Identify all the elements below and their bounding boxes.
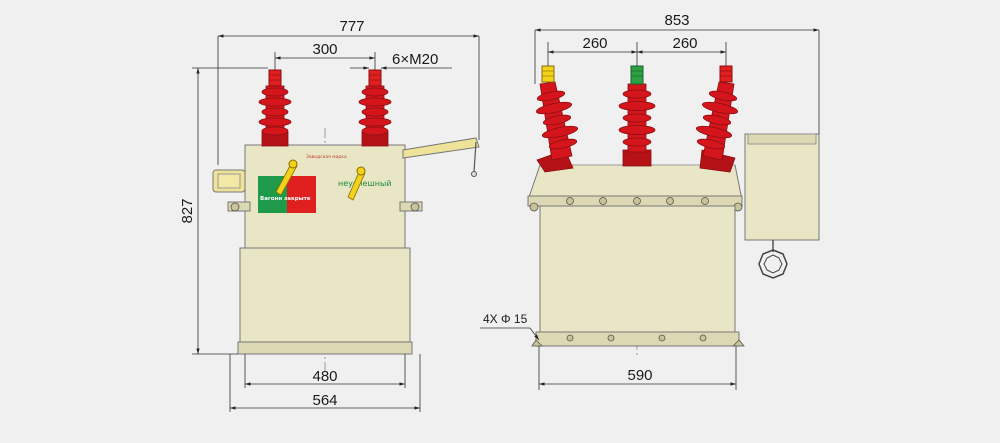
dim-480-label: 480 (312, 368, 337, 385)
dim-300-label: 300 (312, 41, 337, 58)
front-insulator-right-cap (368, 69, 382, 87)
panel-tiny-caption: Заводская марка (306, 154, 347, 160)
panel-text: Вагонн закрыте (260, 196, 311, 202)
side-insulator-center-cap (630, 65, 644, 85)
front-insulator-left (258, 69, 292, 147)
dim-m20-label: 6×M20 (392, 51, 438, 68)
front-view: Вагонн закрыте Заводская марка неуспешны… (179, 18, 480, 412)
side-handle-icon (758, 249, 788, 279)
front-lower-housing (239, 247, 411, 343)
dim-777-label: 777 (339, 18, 364, 35)
side-foot-left (531, 339, 543, 347)
side-lower-housing (539, 205, 736, 333)
front-insulator-right (358, 69, 392, 147)
side-foot-right (732, 339, 745, 347)
front-arm-rod (473, 141, 477, 173)
dim-853-label: 853 (664, 12, 689, 29)
front-left-flange-bolt (230, 202, 240, 212)
dim-holes-label: 4X Φ 15 (483, 312, 528, 326)
front-panel-red (287, 176, 316, 213)
side-control-box-lid (747, 133, 817, 145)
front-right-indicator-hub (356, 166, 366, 176)
dim-827-label: 827 (179, 198, 196, 223)
side-insulator-right (695, 65, 739, 173)
front-base-plate (237, 341, 413, 355)
side-insulator-left-cap (541, 65, 555, 83)
side-control-box (744, 133, 820, 241)
side-insulator-center (618, 65, 656, 167)
front-arm-end (471, 171, 477, 177)
side-top-cover (527, 164, 743, 201)
side-base-plate (535, 331, 740, 347)
side-bolts (529, 197, 743, 212)
side-insulator-right-cap (719, 65, 733, 83)
front-mechanism-inner (217, 173, 241, 189)
panel-status-label: неуспешный (338, 179, 392, 188)
front-operating-arm (402, 137, 480, 159)
side-base-holes (566, 334, 707, 342)
front-left-indicator-hub (288, 159, 298, 169)
front-insulator-left-cap (268, 69, 282, 87)
dim-260-left-label: 260 (582, 35, 607, 52)
side-insulator-left (535, 65, 579, 173)
dim-260-right-label: 260 (672, 35, 697, 52)
dim-564-label: 564 (312, 392, 337, 409)
side-view: 853 260 260 4X Φ 15 590 (480, 12, 820, 390)
dim-590-label: 590 (627, 367, 652, 384)
front-right-flange-bolt (410, 202, 420, 212)
dim-holes-leader (529, 327, 540, 341)
